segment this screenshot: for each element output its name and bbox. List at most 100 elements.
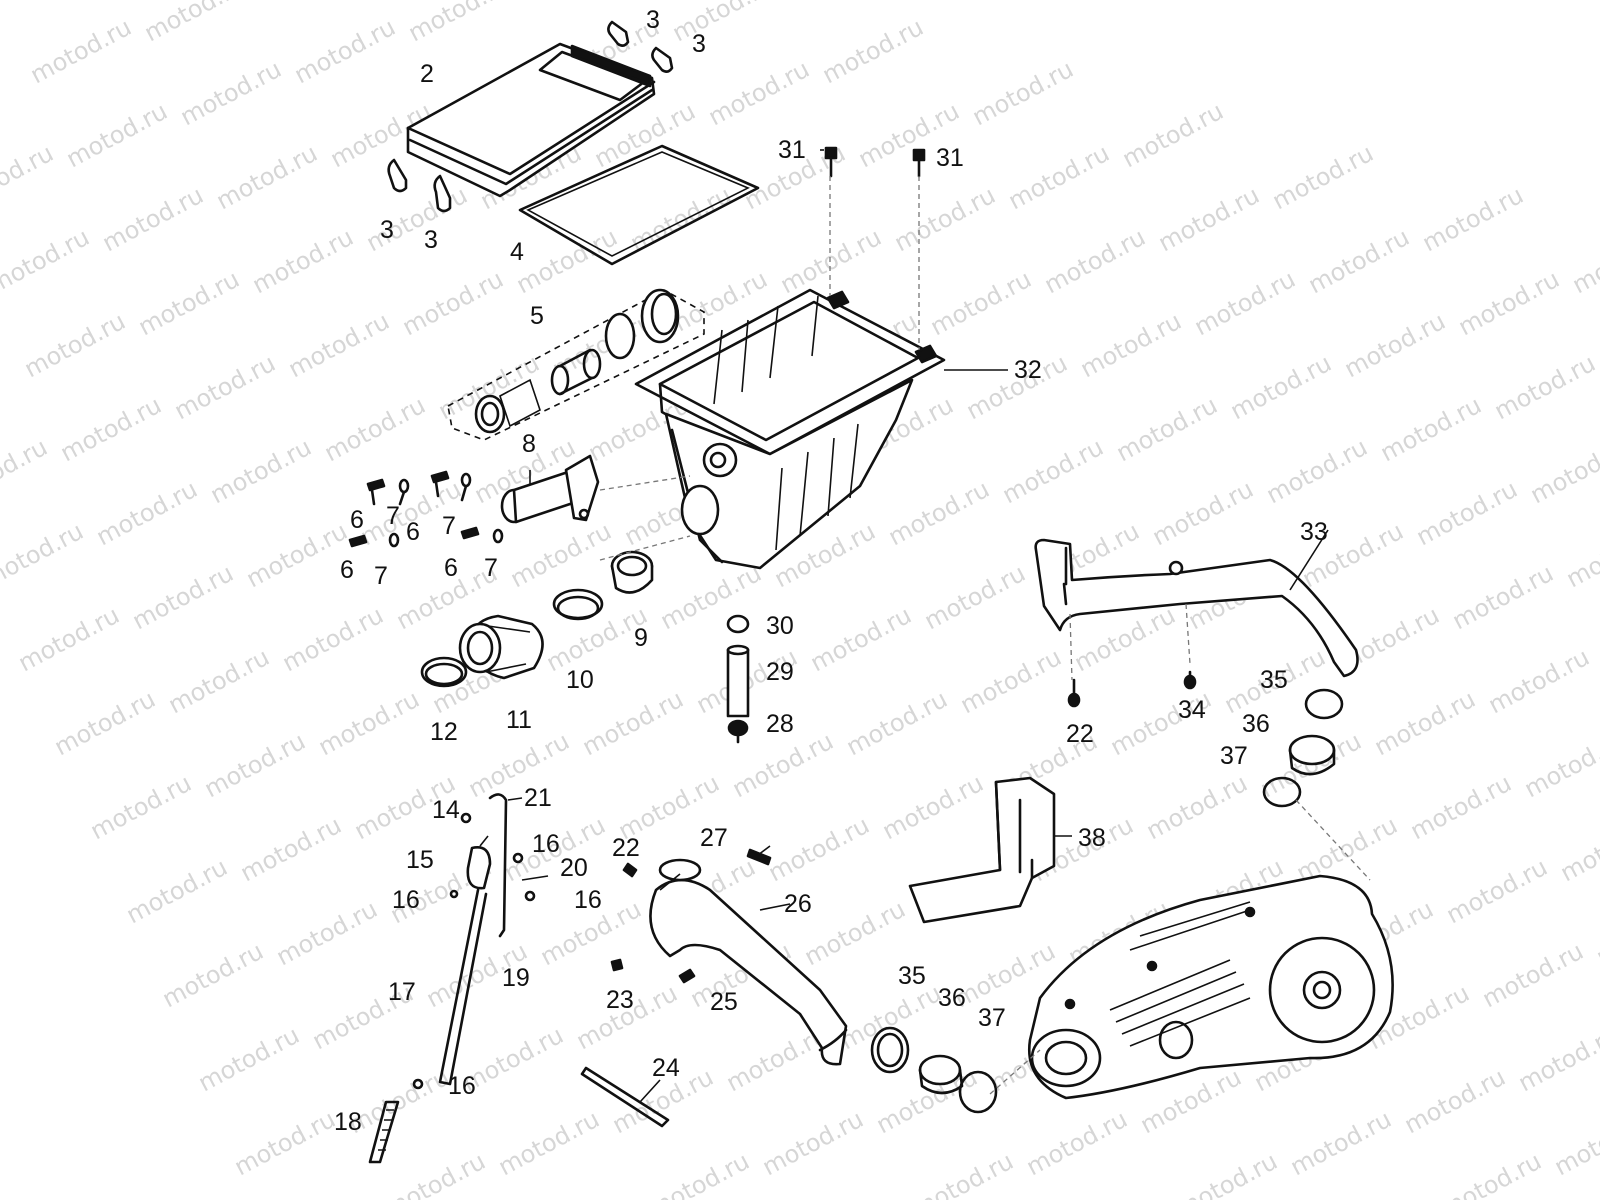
part-32-air-box xyxy=(634,288,946,570)
watermark-text: motod.ru xyxy=(578,685,688,761)
watermark-text: motod.ru xyxy=(62,97,172,173)
watermark-text: motod.ru xyxy=(1448,559,1558,635)
callout-33: 33 xyxy=(1300,518,1328,546)
part-24-strap xyxy=(580,1066,670,1128)
part-10-clamp xyxy=(552,588,604,621)
callout-22: 22 xyxy=(612,834,640,862)
watermark-text: motod.ru xyxy=(800,895,910,971)
watermark-text: motod.ru xyxy=(164,643,274,719)
part-26-intake-tube xyxy=(649,858,848,1066)
watermark-text: motod.ru xyxy=(362,181,472,257)
watermark-text: motod.ru xyxy=(842,685,952,761)
callout-37: 37 xyxy=(978,1004,1006,1032)
part-4-gasket xyxy=(518,144,760,266)
callout-9: 9 xyxy=(634,624,648,652)
watermark-text: motod.ru xyxy=(122,853,232,929)
watermark-text: motod.ru xyxy=(140,0,250,47)
callout-11: 11 xyxy=(506,706,532,734)
part-6-7-bolts xyxy=(348,470,504,548)
watermark-text: motod.ru xyxy=(1568,223,1600,299)
callout-35: 35 xyxy=(1260,666,1288,694)
watermark-text: motod.ru xyxy=(0,517,88,593)
callout-3: 3 xyxy=(692,30,706,58)
watermark-text: motod.ru xyxy=(1454,265,1564,341)
watermark-text: motod.ru xyxy=(230,1105,340,1181)
watermark-text: motod.ru xyxy=(1376,391,1486,467)
watermark-text: motod.ru xyxy=(1268,139,1378,215)
watermark-text: motod.ru xyxy=(1406,769,1516,845)
callout-7: 7 xyxy=(442,512,456,540)
part-30-cap xyxy=(726,614,750,634)
callout-37: 37 xyxy=(1220,742,1248,770)
watermark-text: motod.ru xyxy=(272,895,382,971)
watermark-text: motod.ru xyxy=(1436,1147,1546,1200)
callout-26: 26 xyxy=(784,890,812,918)
callout-16: 16 xyxy=(532,830,560,858)
callout-29: 29 xyxy=(766,658,794,686)
callout-15: 15 xyxy=(406,846,434,874)
callout-16: 16 xyxy=(448,1072,476,1100)
watermark-text: motod.ru xyxy=(998,433,1108,509)
callout-8: 8 xyxy=(522,430,536,458)
callout-16: 16 xyxy=(392,886,420,914)
watermark-text: motod.ru xyxy=(656,559,766,635)
watermark-text: motod.ru xyxy=(1412,475,1522,551)
watermark-text: motod.ru xyxy=(0,433,52,509)
callout-32: 32 xyxy=(1014,356,1042,384)
part-38-cover xyxy=(908,776,1056,924)
watermark-text: motod.ru xyxy=(464,727,574,803)
part-33-breather-tube xyxy=(1034,538,1359,678)
watermark-text: motod.ru xyxy=(926,265,1036,341)
callout-12: 12 xyxy=(430,718,458,746)
watermark-text: motod.ru xyxy=(1292,811,1402,887)
watermark-text: motod.ru xyxy=(128,559,238,635)
watermark-text: motod.ru xyxy=(890,181,1000,257)
part-8-intake-duct xyxy=(500,454,600,524)
callout-18: 18 xyxy=(334,1108,362,1136)
callout-4: 4 xyxy=(510,238,524,266)
part-29-tube xyxy=(726,644,750,718)
watermark-text: motod.ru xyxy=(1490,349,1600,425)
callout-6: 6 xyxy=(444,554,458,582)
watermark-text: motod.ru xyxy=(1400,1063,1510,1139)
callout-25: 25 xyxy=(710,988,738,1016)
watermark-text: motod.ru xyxy=(494,1105,604,1181)
watermark-text: motod.ru xyxy=(818,13,928,89)
watermark-text: motod.ru xyxy=(1550,1105,1600,1181)
watermark-text: motod.ru xyxy=(764,811,874,887)
watermark-text: motod.ru xyxy=(1562,517,1600,593)
watermark-text: motod.ru xyxy=(206,433,316,509)
watermark-text: motod.ru xyxy=(0,223,94,299)
watermark-text: motod.ru xyxy=(806,601,916,677)
watermark-text: motod.ru xyxy=(1370,685,1480,761)
watermark-text: motod.ru xyxy=(1154,181,1264,257)
watermark-text: motod.ru xyxy=(404,0,514,47)
watermark-text: motod.ru xyxy=(1304,223,1414,299)
callout-7: 7 xyxy=(484,554,498,582)
watermark-text: motod.ru xyxy=(518,0,628,5)
watermark-text: motod.ru xyxy=(1112,391,1222,467)
watermark-text: motod.ru xyxy=(1514,1021,1600,1097)
callout-3: 3 xyxy=(646,6,660,34)
watermark-text: motod.ru xyxy=(86,769,196,845)
watermark-text: motod.ru xyxy=(878,769,988,845)
watermark-text: motod.ru xyxy=(212,139,322,215)
callout-leader-lines xyxy=(479,149,1329,1103)
callout-6: 6 xyxy=(350,506,364,534)
watermark-text: motod.ru xyxy=(50,685,160,761)
callout-labels: 3 3 2 3 3 4 31 31 5 32 8 6 7 6 7 6 7 6 7… xyxy=(334,6,1328,1136)
watermark-text: motod.ru xyxy=(176,55,286,131)
watermark-text: motod.ru xyxy=(1262,433,1372,509)
callout-30: 30 xyxy=(766,612,794,640)
watermark-text: motod.ru xyxy=(314,685,424,761)
part-11-boot xyxy=(458,614,544,680)
watermark-text: motod.ru xyxy=(644,1147,754,1200)
parts-line-art xyxy=(348,20,1394,1164)
part-31-screws xyxy=(824,146,926,178)
callout-31: 31 xyxy=(936,144,964,172)
watermark-text: motod.ru xyxy=(242,517,352,593)
watermark-text: motod.ru xyxy=(1286,1105,1396,1181)
watermark-text: motod.ru xyxy=(26,13,136,89)
watermark-text: motod.ru xyxy=(668,0,778,47)
